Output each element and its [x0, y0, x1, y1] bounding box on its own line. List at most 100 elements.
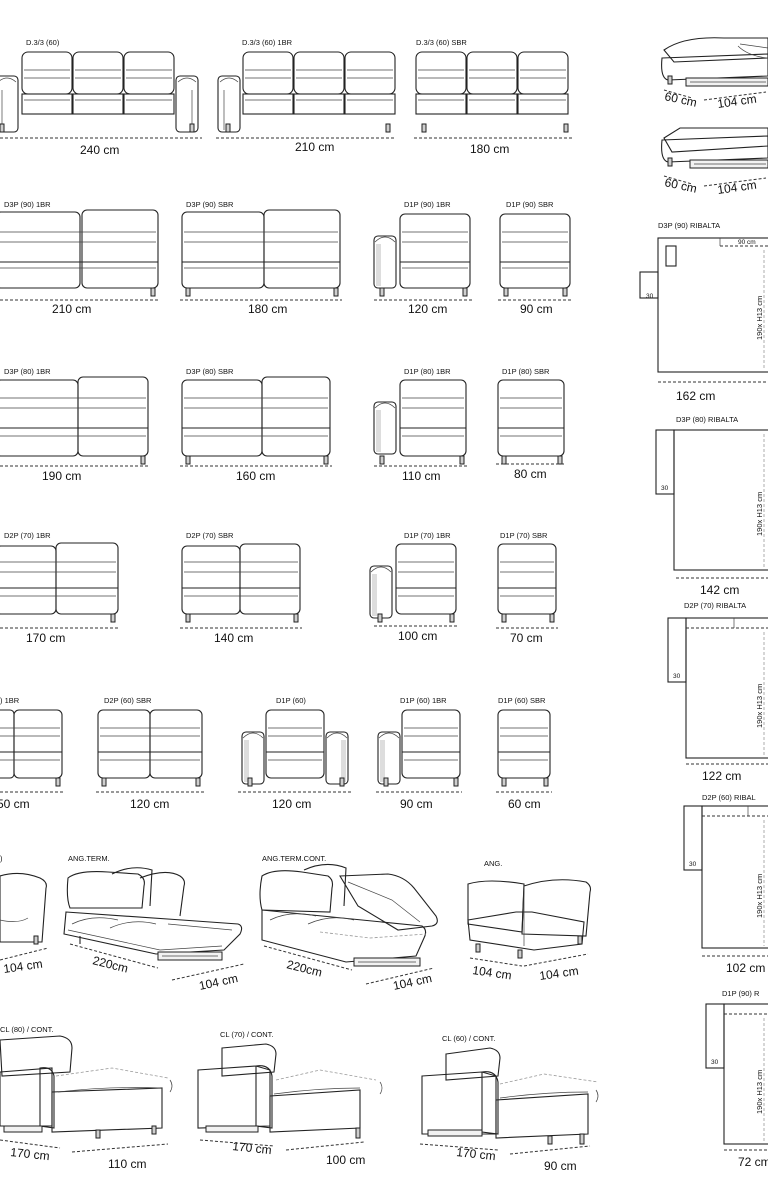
ang-term-module [63, 867, 243, 961]
chaise-cl-60 [421, 1047, 599, 1145]
ribalta-4-height: 190x H13 cm [755, 874, 764, 918]
chair-d1p-60-1br [377, 709, 461, 787]
sofa-d33-60 [0, 51, 199, 133]
pouf-plain [661, 127, 768, 169]
corner-partial [0, 872, 47, 945]
row4-label-4: D1P (70) SBR [500, 531, 548, 540]
sofa-d3p-80-1br [0, 376, 149, 465]
sofa-d2p-60-1br [0, 709, 63, 787]
chair-d1p-70-1br [369, 543, 457, 623]
row4-dim-1: 170 cm [26, 631, 65, 645]
pouf-dim-1: 60 cm [663, 89, 698, 109]
sofa-d2p-60-sbr [97, 709, 203, 787]
ribalta-1-height: 190x H13 cm [755, 296, 764, 340]
chair-d1p-90-1br [373, 213, 471, 297]
row2-dim-2: 180 cm [248, 302, 287, 316]
chaise-cl-80 [0, 1035, 173, 1139]
row6-dim-7: 104 cm [538, 964, 579, 983]
row3-label-2: D3P (80) SBR [186, 367, 234, 376]
row1-dim-1: 240 cm [80, 143, 119, 157]
ribalta-1-width: 162 cm [676, 389, 715, 403]
row5-group: ) 1BR D2P (60) SBR D1P (60) D1P (60) 1BR… [0, 696, 552, 811]
row7-label-3: CL (60) / CONT. [442, 1034, 495, 1043]
ribalta-4-label: D2P (60) RIBAL [702, 793, 756, 802]
row7-dim-3: 170 cm [232, 1139, 273, 1157]
chair-d1p-60 [241, 709, 349, 787]
row7-group: CL (80) / CONT. CL (70) / CONT. CL (60) … [0, 1025, 599, 1173]
row2-label-2: D3P (90) SBR [186, 200, 234, 209]
ribalta-5-label: D1P (90) R [722, 989, 760, 998]
row2-dim-4: 90 cm [520, 302, 553, 316]
row5-dim-2: 120 cm [130, 797, 169, 811]
ribalta-1-side: 30 [646, 293, 654, 300]
row7-dim-2: 110 cm [108, 1157, 146, 1171]
row5-dim-1: 50 cm [0, 797, 30, 811]
row7-label-1: CL (80) / CONT. [0, 1025, 53, 1034]
sofa-d3p-90-sbr [181, 209, 341, 297]
sofa-d3p-90-1br [0, 209, 159, 297]
row5-label-2: D2P (60) SBR [104, 696, 152, 705]
row2-dim-1: 210 cm [52, 302, 91, 316]
row6-label-4: ANG. [484, 859, 502, 868]
ribalta-3: D2P (70) RIBALTA 30 190x H13 cm 122 cm [667, 601, 768, 783]
row7-dim-6: 90 cm [544, 1159, 577, 1173]
ribalta-5-width: 72 cm [738, 1155, 768, 1169]
sofa-d33-60-1br [217, 51, 396, 133]
row3-dim-1: 190 cm [42, 469, 81, 483]
row3-dim-4: 80 cm [514, 467, 547, 481]
ribalta-2-width: 142 cm [700, 583, 739, 597]
row7-label-2: CL (70) / CONT. [220, 1030, 273, 1039]
row6-dim-2: 220cm [91, 953, 129, 975]
row4-dim-3: 100 cm [398, 629, 437, 643]
row3-dim-3: 110 cm [402, 469, 440, 483]
ribalta-5: D1P (90) R 30 190x H13 cm 72 cm [705, 989, 768, 1169]
sofa-d2p-70-1br [0, 542, 119, 623]
chair-d1p-60-sbr [497, 709, 551, 787]
chair-d1p-90-sbr [499, 213, 571, 297]
row4-group: D2P (70) 1BR D2P (70) SBR D1P (70) 1BR D… [0, 531, 558, 645]
row5-dim-4: 90 cm [400, 797, 433, 811]
row2-dim-3: 120 cm [408, 302, 447, 316]
row1-group: D.3/3 (60) D.3/3 (60) 1BR D.3/3 (60) SBR [0, 38, 572, 157]
sofa-d33-60-sbr [415, 51, 569, 133]
ribalta-4-side: 30 [689, 861, 697, 868]
ribalta-1-top: 90 cm [738, 239, 756, 246]
ribalta-2: D3P (80) RIBALTA 30 190x H13 cm 142 cm [655, 415, 768, 597]
chaise-cl-70 [197, 1043, 383, 1139]
ribalta-3-height: 190x H13 cm [755, 684, 764, 728]
row5-label-3: D1P (60) [276, 696, 306, 705]
row2-group: D3P (90) 1BR D3P (90) SBR D1P (90) 1BR D… [0, 200, 572, 316]
row6-label-1: ) [0, 854, 3, 863]
row3-label-1: D3P (80) 1BR [4, 367, 51, 376]
row6-dim-5: 104 cm [392, 971, 433, 993]
row3-group: D3P (80) 1BR D3P (80) SBR D1P (80) 1BR D… [0, 367, 566, 483]
ang-module [467, 879, 592, 959]
ribalta-3-label: D2P (70) RIBALTA [684, 601, 746, 610]
chair-d1p-80-1br [373, 379, 467, 465]
row3-label-3: D1P (80) 1BR [404, 367, 451, 376]
row1-label-3: D.3/3 (60) SBR [416, 38, 467, 47]
row6-group: ) ANG.TERM. ANG.TERM.CONT. ANG. [0, 854, 592, 993]
row1-label-2: D.3/3 (60) 1BR [242, 38, 293, 47]
row7-dim-1: 170 cm [10, 1145, 51, 1163]
row4-label-2: D2P (70) SBR [186, 531, 234, 540]
ribalta-5-side: 30 [711, 1059, 719, 1066]
row5-label-1: ) 1BR [0, 696, 20, 705]
row4-label-1: D2P (70) 1BR [4, 531, 51, 540]
row3-dim-2: 160 cm [236, 469, 275, 483]
pouf-dim-4: 104 cm [716, 178, 757, 197]
row7-dim-4: 100 cm [326, 1153, 365, 1167]
row6-dim-3: 104 cm [198, 971, 239, 993]
row6-dim-1: 104 cm [2, 957, 43, 976]
ribalta-4-width: 102 cm [726, 961, 765, 975]
sofa-d3p-80-sbr [181, 376, 331, 465]
row2-label-3: D1P (90) 1BR [404, 200, 451, 209]
row6-label-3: ANG.TERM.CONT. [262, 854, 326, 863]
row1-dim-2: 210 cm [295, 140, 334, 154]
ribalta-1: D3P (90) RIBALTA 30 90 cm 190x H13 cm 16… [639, 221, 768, 403]
row2-label-1: D3P (90) 1BR [4, 200, 51, 209]
row5-label-4: D1P (60) 1BR [400, 696, 447, 705]
row5-dim-3: 120 cm [272, 797, 311, 811]
pouf-with-back [661, 37, 768, 87]
